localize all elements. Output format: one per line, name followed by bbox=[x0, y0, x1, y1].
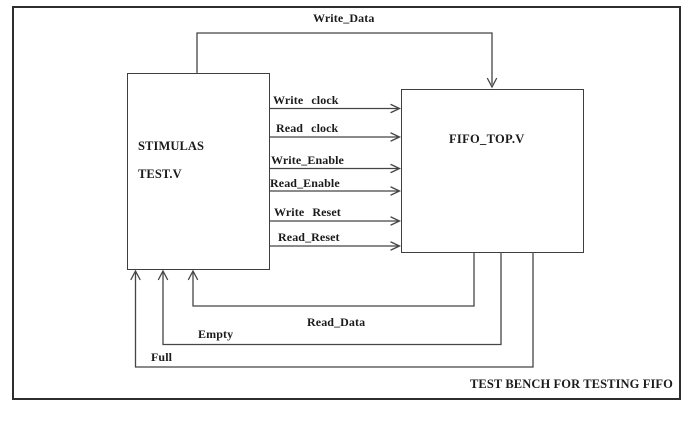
stimulas-block-label: STIMULAS bbox=[138, 139, 205, 153]
write-enable-label: Write_Enable bbox=[271, 153, 344, 167]
fifo-block-label: FIFO_TOP.V bbox=[449, 132, 525, 146]
diagram-caption: TEST BENCH FOR TESTING FIFO bbox=[470, 377, 673, 391]
write-clock-label: Write clock bbox=[273, 93, 339, 107]
read-enable-label: Read_Enable bbox=[270, 176, 340, 190]
stimulas-testbench-block: STIMULAS TEST.V bbox=[127, 73, 270, 270]
stimulas-block-filename: TEST.V bbox=[138, 167, 182, 181]
read-data-label: Read_Data bbox=[307, 315, 366, 329]
full-label: Full bbox=[151, 350, 173, 364]
read-reset-label: Read_Reset bbox=[278, 230, 340, 244]
read-clock-label: Read clock bbox=[276, 121, 339, 135]
empty-label: Empty bbox=[198, 327, 234, 341]
fifo-top-block: FIFO_TOP.V bbox=[401, 89, 584, 253]
write-data-label: Write_Data bbox=[313, 11, 375, 25]
write-reset-label: Write Reset bbox=[274, 205, 341, 219]
